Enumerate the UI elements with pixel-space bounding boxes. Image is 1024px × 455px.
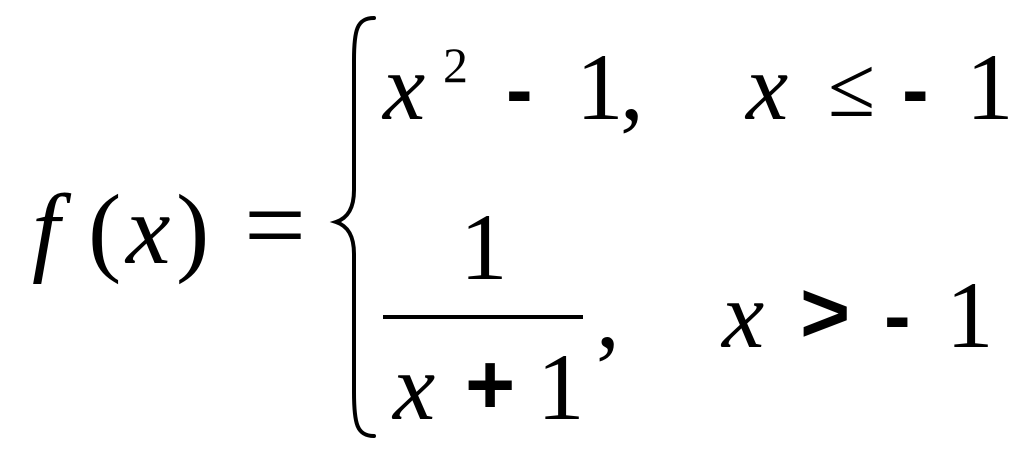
case1-condition-variable: x — [746, 34, 789, 140]
case1-base: x — [383, 34, 426, 140]
case1-condition-constant: 1 — [966, 34, 1014, 140]
case2-condition-relation: > — [800, 265, 851, 361]
case2-denominator-variable: x — [393, 334, 436, 440]
fraction-bar — [383, 315, 583, 319]
case2-condition-constant: 1 — [946, 262, 994, 368]
equals-sign: = — [244, 164, 307, 286]
case2-condition-minus: - — [884, 271, 911, 360]
close-paren: ) — [176, 174, 210, 285]
case1-exponent: 2 — [443, 37, 468, 93]
lhs-variable: x — [126, 174, 171, 285]
case1-comma: , — [620, 34, 644, 140]
open-paren: ( — [88, 174, 122, 285]
case2-comma: , — [596, 262, 620, 368]
case1-minus: - — [506, 45, 533, 134]
function-name: f — [32, 174, 60, 285]
case2-denominator-constant: 1 — [537, 334, 585, 440]
case1-condition-relation: ≤ — [828, 39, 876, 135]
case2-denominator-plus: + — [465, 337, 516, 433]
case1-constant: 1 — [576, 34, 624, 140]
case1-condition-minus: - — [902, 45, 929, 134]
case2-condition-variable: x — [722, 262, 765, 368]
case2-numerator: 1 — [460, 194, 508, 300]
